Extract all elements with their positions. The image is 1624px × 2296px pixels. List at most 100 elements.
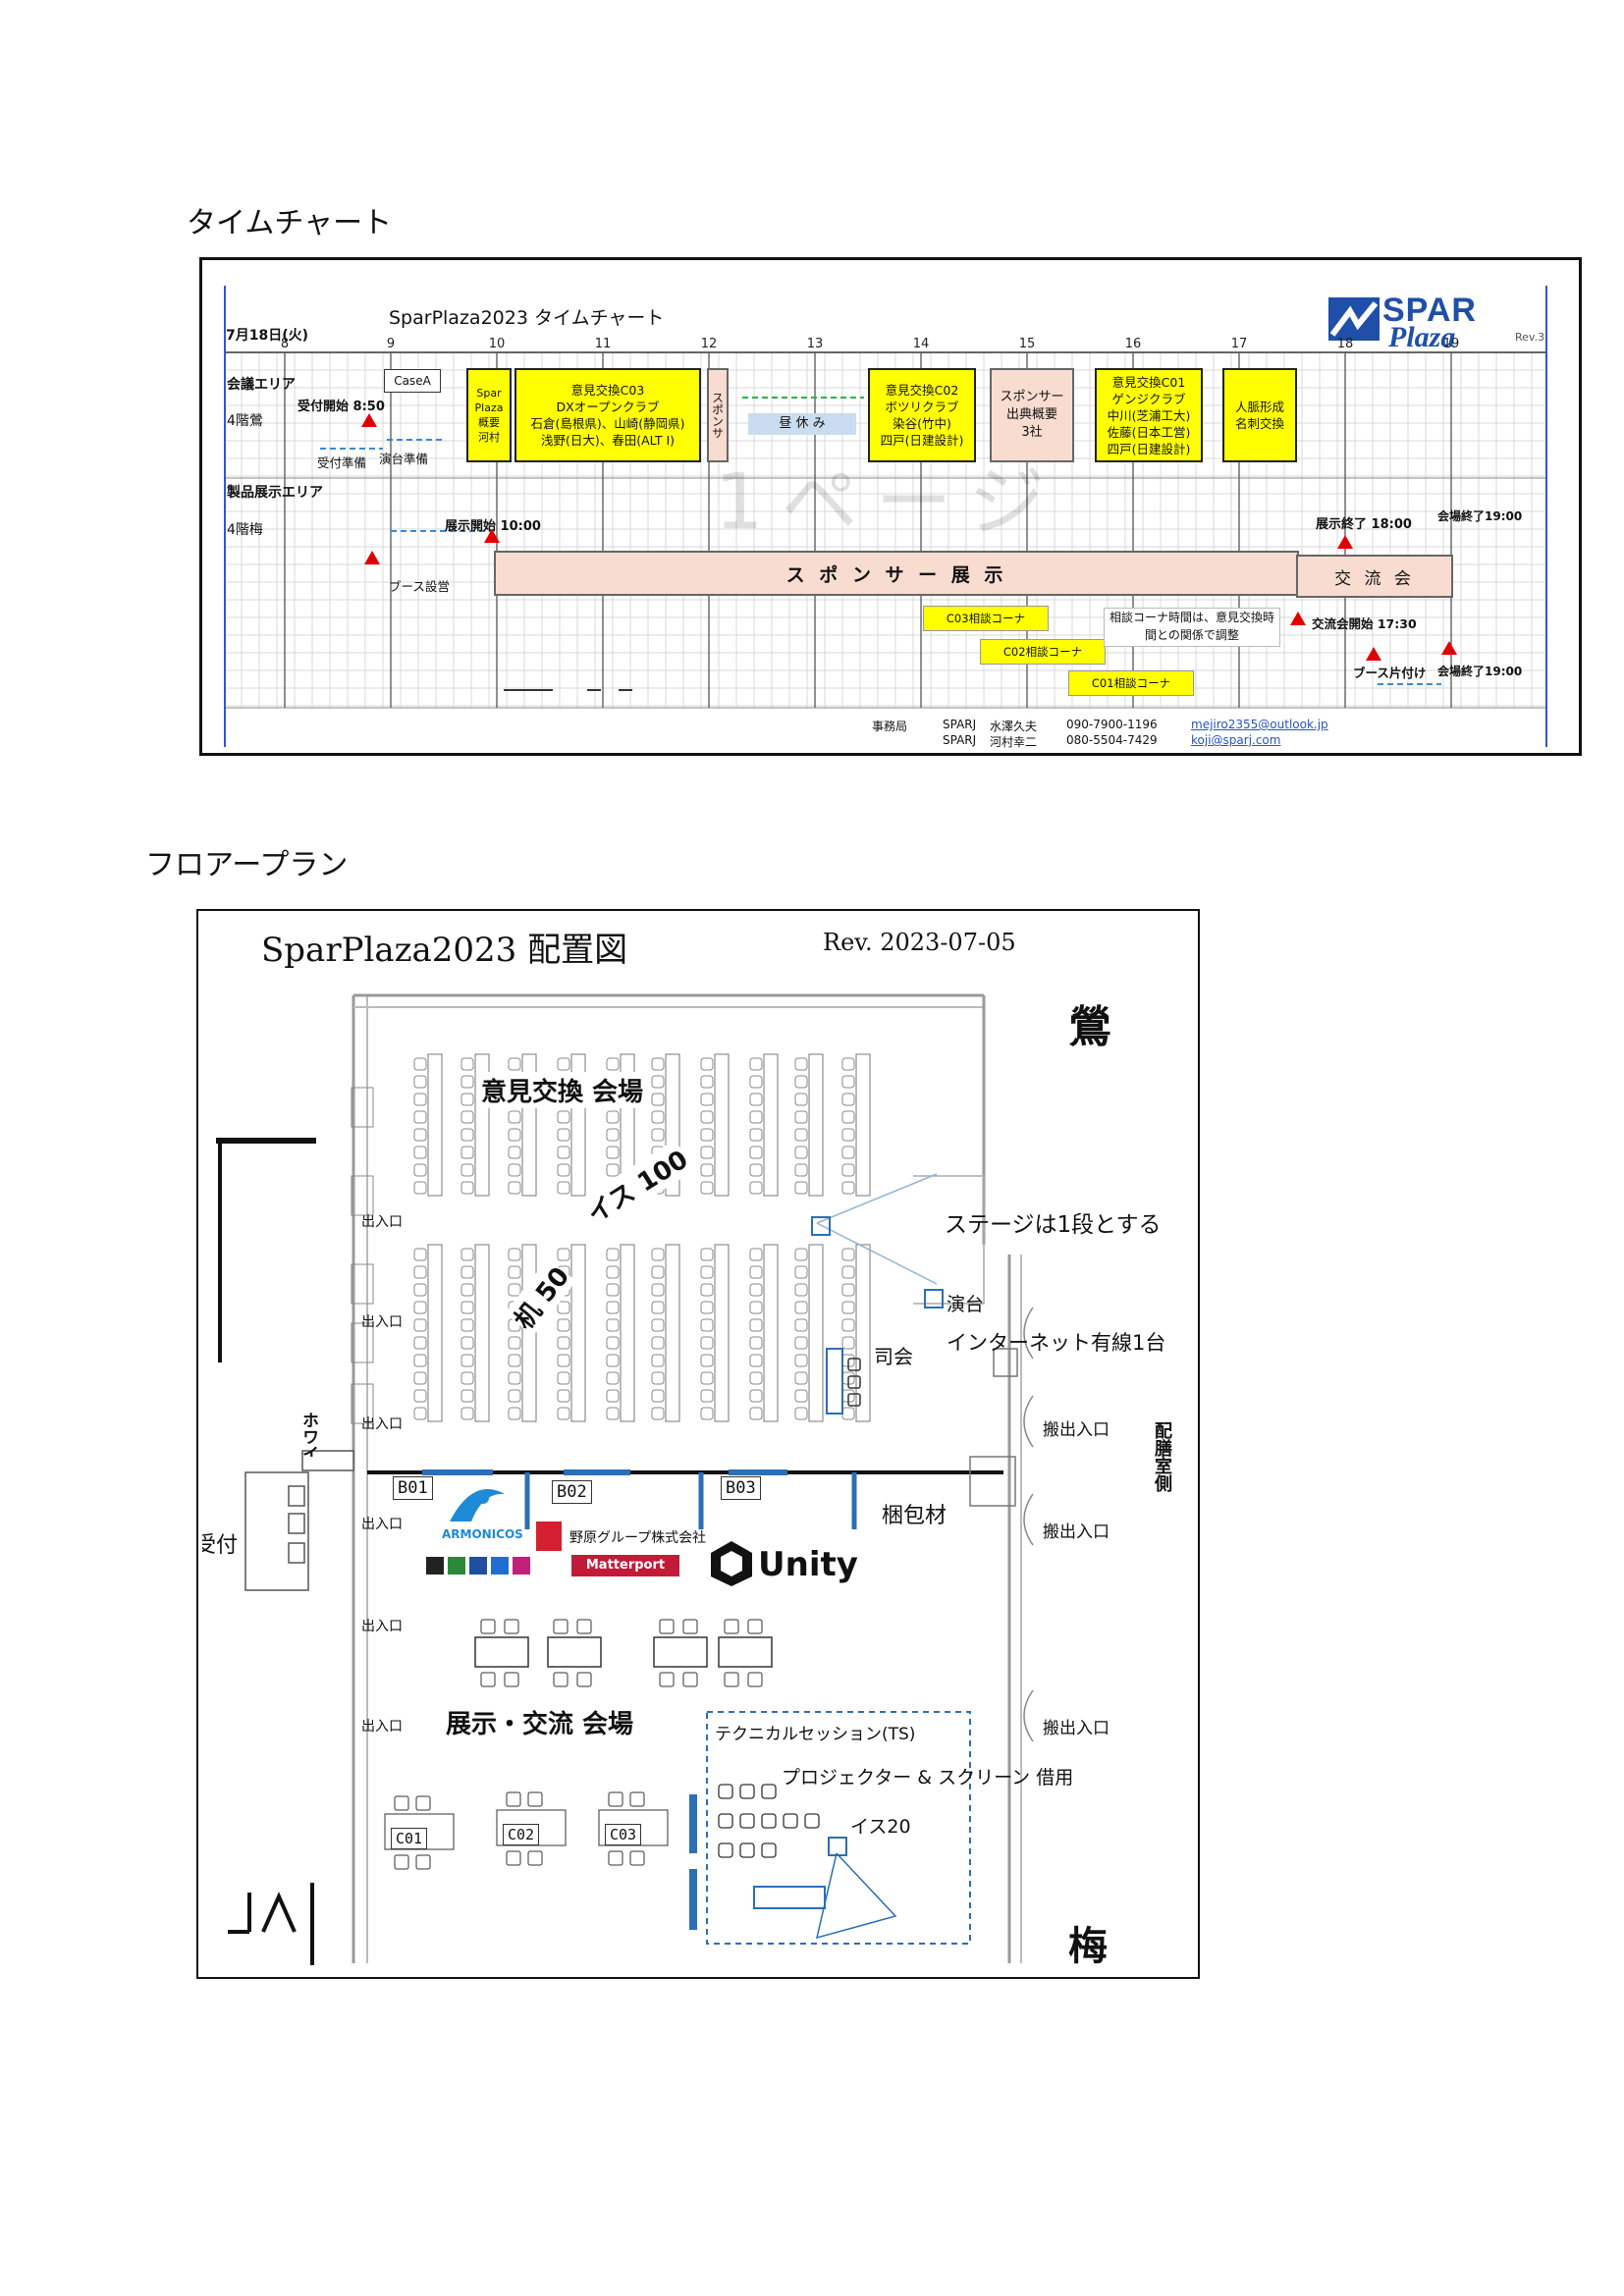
sponsor-exhibit-bar: ス ポ ン サ ー 展 示 bbox=[494, 551, 1299, 596]
nohara-logo-icon bbox=[536, 1522, 562, 1551]
entrance-2: 出入口 bbox=[361, 1314, 403, 1330]
reception-start: 受付開始 8:50 bbox=[298, 400, 385, 414]
networking-bar: 交 流 会 bbox=[1296, 555, 1453, 598]
session-networking-cards: 人脈形成 名刺交換 bbox=[1222, 368, 1297, 462]
loading-entrance-2: 搬出入口 bbox=[1043, 1522, 1110, 1542]
logo-plaza-text: Plaza bbox=[1388, 321, 1456, 353]
hour-label-19: 19 bbox=[1442, 337, 1460, 351]
podium-label: 演台 bbox=[947, 1294, 985, 1315]
networking-start-marker-icon bbox=[1290, 612, 1306, 625]
chairs20-label: イス20 bbox=[850, 1816, 911, 1838]
hour-label-11: 11 bbox=[594, 337, 612, 351]
hour-label-16: 16 bbox=[1124, 337, 1142, 351]
meeting-area-label: 意見交換 会場 bbox=[481, 1072, 644, 1108]
consult-note: 相談コーナ時間は、意見交換時 間との関係で調整 bbox=[1104, 608, 1280, 647]
consult-c03: C03相談コーナ bbox=[923, 606, 1049, 631]
timechart-title: SparPlaza2023 タイムチャート bbox=[389, 307, 665, 329]
hour-label-13: 13 bbox=[806, 337, 824, 351]
sheet-right-border bbox=[1545, 286, 1547, 747]
entrance-4: 出入口 bbox=[361, 1619, 403, 1634]
timechart-rev: Rev.3 bbox=[1515, 331, 1545, 344]
networking-start: 交流会開始 17:30 bbox=[1312, 616, 1417, 631]
entrance-3: 出入口 bbox=[361, 1416, 403, 1432]
sponsor-vertical-box: スポンサ bbox=[707, 368, 729, 462]
reception-prep: 受付準備 bbox=[317, 455, 367, 470]
mc-label: 司会 bbox=[874, 1345, 913, 1368]
packing-label: 梱包材 bbox=[882, 1504, 947, 1528]
entrance-6: 出入口 bbox=[361, 1517, 403, 1532]
spar-logo-icon bbox=[1328, 297, 1380, 341]
exhibit-start-marker-icon bbox=[484, 529, 500, 543]
session-c02: 意見交換C02 ボツリクラブ 染谷(竹中) 四戸(日建設計) bbox=[868, 368, 976, 462]
booth-setup-marker-icon bbox=[364, 551, 380, 564]
consult-booth-c02: C02 bbox=[503, 1824, 540, 1845]
loading-entrance-1: 搬出入口 bbox=[1043, 1420, 1110, 1440]
stage-prep: 演台準備 bbox=[379, 452, 429, 466]
hour-label-18: 18 bbox=[1336, 337, 1354, 351]
matterport-logo: Matterport bbox=[571, 1555, 679, 1576]
hour-label-10: 10 bbox=[488, 337, 506, 351]
hour-label-17: 17 bbox=[1230, 337, 1248, 351]
loading-entrance-3: 搬出入口 bbox=[1043, 1719, 1110, 1738]
internet-label: インターネット有線1台 bbox=[947, 1331, 1166, 1355]
venue-end-top: 会場終了19:00 bbox=[1437, 509, 1523, 523]
room-exhibit: 4階梅 bbox=[227, 522, 263, 538]
unity-logo-icon bbox=[709, 1539, 754, 1588]
stage-note: ステージは1段とする bbox=[945, 1212, 1162, 1238]
armonicos-product-icons bbox=[424, 1555, 532, 1576]
timechart-arrows bbox=[320, 397, 1441, 691]
logo-spar-text: SPAR bbox=[1382, 292, 1477, 329]
projector-label: プロジェクター & スクリーン 借用 bbox=[782, 1767, 1074, 1789]
booth-b03: B03 bbox=[721, 1476, 761, 1500]
booth-cleanup: ブース片付け bbox=[1353, 666, 1427, 680]
contact-email-1[interactable]: mejiro2355@outlook.jp bbox=[1191, 718, 1328, 731]
floorplan-drawing bbox=[216, 993, 1034, 1965]
lunch-break-box: 昼 休 み bbox=[748, 413, 856, 435]
timechart-sheet: SparPlaza2023 タイムチャート 7月18日(火) SPAR Plaz… bbox=[224, 286, 1547, 749]
office-label: 事務局 bbox=[872, 720, 908, 733]
room-bottom-label: 梅 bbox=[1068, 1924, 1108, 1969]
contact-org-1: SPARJ bbox=[943, 718, 977, 731]
area-conference: 会議エリア bbox=[227, 377, 296, 393]
exhibit-start: 展示開始 10:00 bbox=[445, 519, 541, 534]
pantry-label: 配膳室側 bbox=[1152, 1421, 1172, 1492]
consult-c01: C01相談コーナ bbox=[1068, 670, 1194, 696]
timechart-heading: タイムチャート bbox=[187, 206, 393, 240]
hour-label-12: 12 bbox=[700, 337, 718, 351]
exhibit-end: 展示終了 18:00 bbox=[1316, 517, 1412, 532]
armonicos-text: ARMONICOS bbox=[442, 1527, 523, 1541]
booth-b02: B02 bbox=[552, 1480, 592, 1504]
nohara-text: 野原グループ株式会社 bbox=[569, 1530, 707, 1546]
tech-session-label: テクニカルセッション(TS) bbox=[715, 1725, 916, 1744]
timechart-date: 7月18日(火) bbox=[226, 328, 309, 344]
consult-booth-c03: C03 bbox=[605, 1824, 642, 1845]
booth-setup: ブース設営 bbox=[389, 579, 450, 594]
hour-label-15: 15 bbox=[1018, 337, 1036, 351]
session-c03: 意見交換C03 DXオープンクラブ 石倉(島根県)、山崎(静岡県) 浅野(日大)… bbox=[514, 368, 701, 462]
case-a-box: CaseA bbox=[384, 369, 441, 393]
contact-phone-1: 090-7900-1196 bbox=[1066, 718, 1158, 731]
floorplan-frame: SparPlaza2023 配置図 Rev. 2023-07-05 鶯 梅 意見… bbox=[196, 909, 1200, 1979]
session-c01: 意見交換C01 ゲンジクラブ 中川(芝浦工大) 佐藤(日本工営) 四戸(日建設計… bbox=[1095, 368, 1203, 462]
contact-email-2[interactable]: koji@sparj.com bbox=[1191, 733, 1281, 747]
exhibit-end-marker-icon bbox=[1337, 535, 1353, 549]
hour-label-8: 8 bbox=[280, 337, 290, 351]
booth-cleanup-marker-icon bbox=[1366, 647, 1381, 661]
armonicos-logo-icon bbox=[444, 1484, 509, 1525]
contact-name-1: 水澤久夫 bbox=[990, 720, 1038, 733]
area-exhibit: 製品展示エリア bbox=[227, 485, 323, 501]
session-sparplaza-overview: Spar Plaza 概要 河村 bbox=[466, 368, 512, 462]
consult-booth-c01: C01 bbox=[391, 1828, 428, 1849]
floorplan-title: SparPlaza2023 配置図 bbox=[261, 931, 628, 970]
contact-phone-2: 080-5504-7429 bbox=[1066, 733, 1158, 747]
exhibit-area-label: 展示・交流 会場 bbox=[446, 1710, 634, 1739]
sponsor-overview-box: スポンサー 出典概要 3社 bbox=[990, 368, 1074, 462]
hour-label-14: 14 bbox=[912, 337, 930, 351]
room-conference: 4階鶯 bbox=[227, 413, 263, 429]
floorplan-rev: Rev. 2023-07-05 bbox=[823, 929, 1016, 956]
consult-c02: C02相談コーナ bbox=[980, 639, 1106, 665]
room-top-label: 鶯 bbox=[1068, 1002, 1111, 1052]
venue-end-marker-icon bbox=[1441, 641, 1457, 655]
page-watermark: 1ページ bbox=[715, 458, 1063, 547]
contact-org-2: SPARJ bbox=[943, 733, 977, 747]
